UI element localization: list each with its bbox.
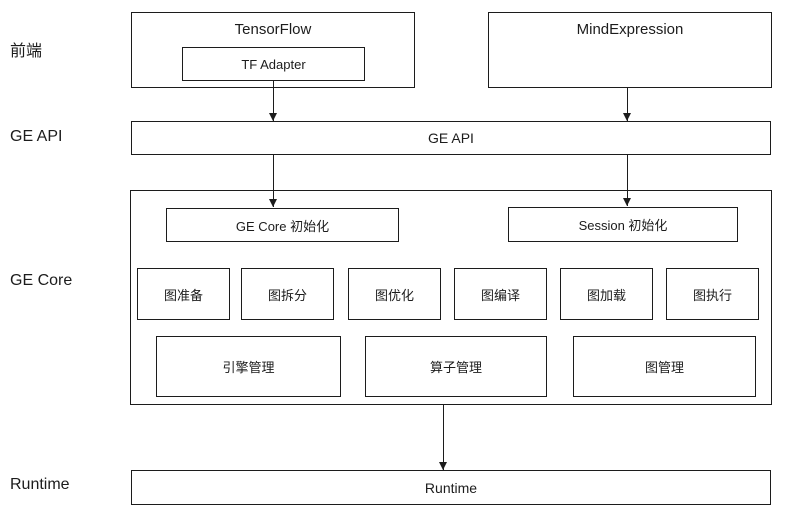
function-box-graph-optimize: 图优化 bbox=[348, 268, 441, 320]
management-box-label: 算子管理 bbox=[429, 360, 482, 375]
function-box-label: 图准备 bbox=[163, 287, 203, 303]
layer-label-ge-core: GE Core bbox=[10, 272, 73, 289]
runtime-bar-label: Runtime bbox=[424, 479, 478, 496]
arrow-ge-api-to-session-init bbox=[626, 155, 628, 206]
arrow-ge-api-to-ge-core-init bbox=[272, 155, 274, 207]
layer-label-runtime: Runtime bbox=[10, 476, 70, 493]
tf-adapter-box: TF Adapter bbox=[182, 47, 365, 81]
function-box-graph-load: 图加载 bbox=[560, 268, 653, 320]
arrow-ge-core-to-runtime bbox=[442, 405, 444, 470]
arrow-tf-adapter-to-ge-api bbox=[272, 80, 274, 121]
function-box-label: 图优化 bbox=[374, 287, 414, 303]
management-box-label: 图管理 bbox=[644, 360, 684, 375]
function-box-graph-split: 图拆分 bbox=[241, 268, 334, 320]
mindexpression-label: MindExpression bbox=[576, 21, 684, 38]
mindexpression-box: MindExpression bbox=[488, 12, 772, 88]
function-box-label: 图加载 bbox=[586, 287, 626, 303]
session-init-label: Session 初始化 bbox=[578, 218, 668, 233]
function-box-graph-compile: 图编译 bbox=[454, 268, 547, 320]
ge-core-init-box: GE Core 初始化 bbox=[166, 208, 399, 242]
tensorflow-box: TensorFlow TF Adapter bbox=[131, 12, 415, 88]
arrow-mindexpression-to-ge-api bbox=[626, 88, 628, 121]
function-box-label: 图执行 bbox=[692, 287, 732, 303]
function-box-graph-execute: 图执行 bbox=[666, 268, 759, 320]
layer-label-frontend: 前端 bbox=[10, 43, 43, 60]
ge-api-bar: GE API bbox=[131, 121, 771, 155]
management-box-label: 引擎管理 bbox=[222, 360, 275, 375]
ge-core-init-label: GE Core 初始化 bbox=[235, 218, 330, 234]
session-init-box: Session 初始化 bbox=[508, 207, 738, 242]
management-box-operator: 算子管理 bbox=[365, 336, 547, 397]
tensorflow-label: TensorFlow bbox=[234, 21, 312, 38]
layer-label-ge-api: GE API bbox=[10, 128, 63, 145]
ge-api-bar-label: GE API bbox=[428, 130, 474, 146]
management-box-graph: 图管理 bbox=[573, 336, 756, 397]
tf-adapter-label: TF Adapter bbox=[241, 56, 306, 72]
runtime-bar: Runtime bbox=[131, 470, 771, 505]
ge-core-container: GE Core 初始化 Session 初始化 图准备 图拆分 图优化 图编译 … bbox=[130, 190, 772, 405]
management-box-engine: 引擎管理 bbox=[156, 336, 341, 397]
function-box-graph-prepare: 图准备 bbox=[137, 268, 230, 320]
function-box-label: 图编译 bbox=[480, 287, 520, 303]
function-box-label: 图拆分 bbox=[267, 287, 307, 303]
